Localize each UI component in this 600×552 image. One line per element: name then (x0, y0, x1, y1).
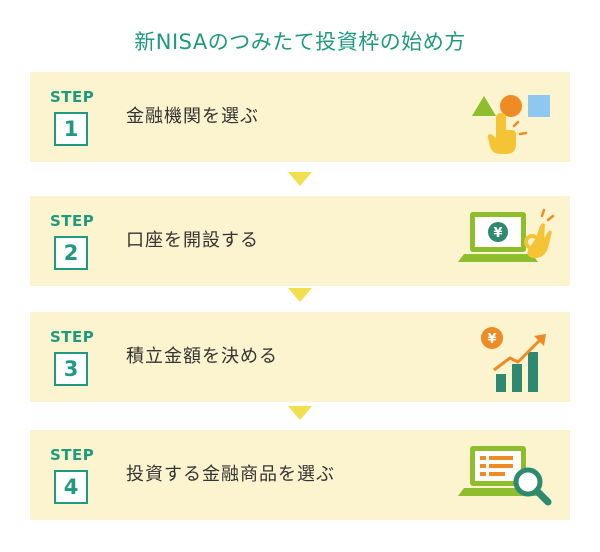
step-label: STEP (50, 446, 95, 464)
step-arrow (288, 406, 312, 420)
step-arrow (288, 288, 312, 302)
step-number: 1 (54, 112, 88, 146)
step-text: 口座を開設する (126, 230, 259, 251)
step-number: 3 (54, 352, 88, 386)
step-text: 投資する金融商品を選ぶ (126, 464, 335, 485)
step-text: 金融機関を選ぶ (126, 106, 259, 127)
laptop-ok-icon: ¥ (458, 208, 555, 262)
step-4-card: STEP 4 投資する金融商品を選ぶ (30, 430, 570, 520)
step-number: 2 (54, 236, 88, 270)
step-3-card: STEP 3 積立金額を決める ¥ (30, 312, 570, 402)
step-text: 積立金額を決める (126, 346, 278, 367)
step-label: STEP (50, 328, 95, 346)
step-1-card: STEP 1 金融機関を選ぶ (30, 72, 570, 162)
page-title: 新NISAのつみたて投資枠の始め方 (134, 30, 466, 54)
step-arrow (288, 172, 312, 186)
yen-symbol: ¥ (487, 332, 496, 347)
step-2-card: STEP 2 口座を開設する ¥ (30, 196, 570, 286)
step-label: STEP (50, 88, 95, 106)
laptop-search-icon (458, 446, 552, 506)
shapes-tap-icon (472, 95, 550, 154)
growth-chart-icon: ¥ (481, 327, 546, 392)
step-number: 4 (54, 470, 88, 504)
step-label: STEP (50, 212, 95, 230)
yen-symbol: ¥ (493, 226, 502, 241)
